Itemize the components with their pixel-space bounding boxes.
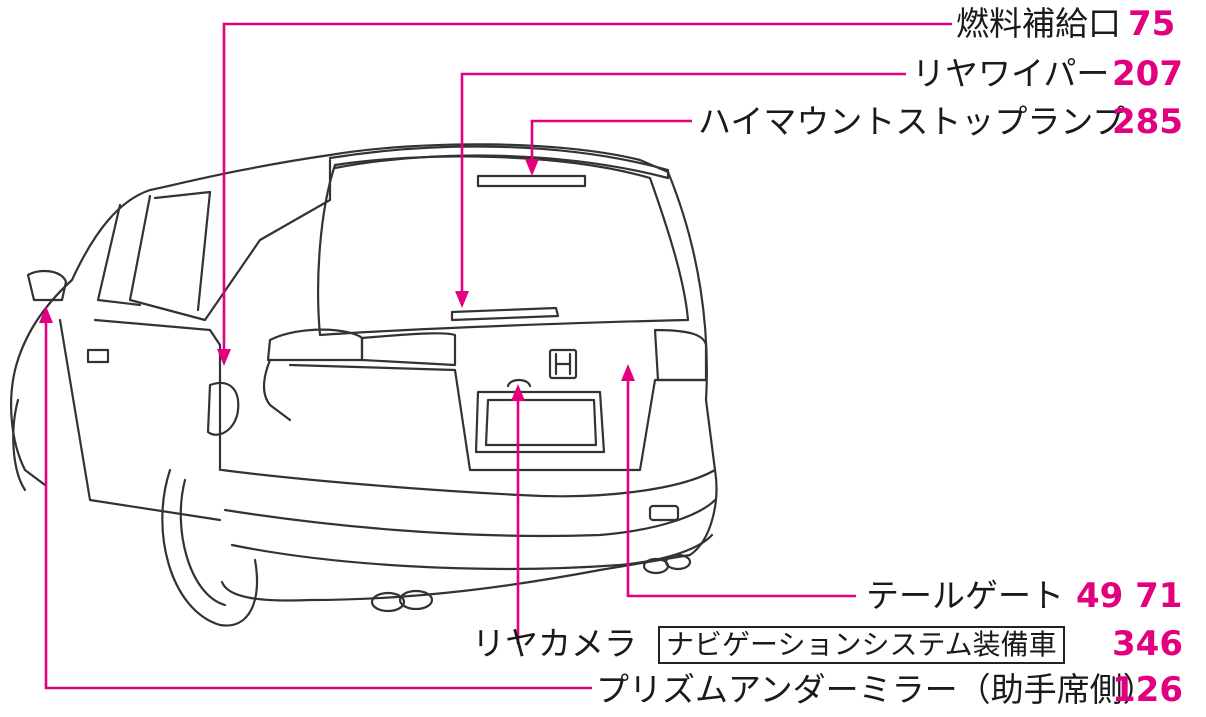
high-mount-stop-lamp-label[interactable]: ハイマウントストップランプ (698, 102, 1126, 141)
prism-under-mirror-page-link[interactable]: 126 (1112, 670, 1183, 710)
prism-under-mirror-label[interactable]: プリズムアンダーミラー（助手席側） (596, 670, 1156, 709)
tailgate-label[interactable]: テールゲート (866, 576, 1064, 615)
high-mount-stop-lamp-page-link[interactable]: 285 (1112, 102, 1183, 142)
fuel-filler-page-link[interactable]: 75 (1128, 4, 1176, 44)
fuel-filler-label[interactable]: 燃料補給口 (956, 4, 1121, 43)
rear-camera-page-link[interactable]: 346 (1112, 624, 1183, 664)
rear-wiper-page-link[interactable]: 207 (1112, 54, 1183, 94)
tailgate-page-links[interactable]: 49 71 (1076, 576, 1183, 616)
rear-wiper-label[interactable]: リヤワイパー (912, 54, 1110, 93)
navigation-equipped-badge: ナビゲーションシステム装備車 (658, 626, 1065, 664)
rear-camera-label[interactable]: リヤカメラ (472, 624, 637, 663)
